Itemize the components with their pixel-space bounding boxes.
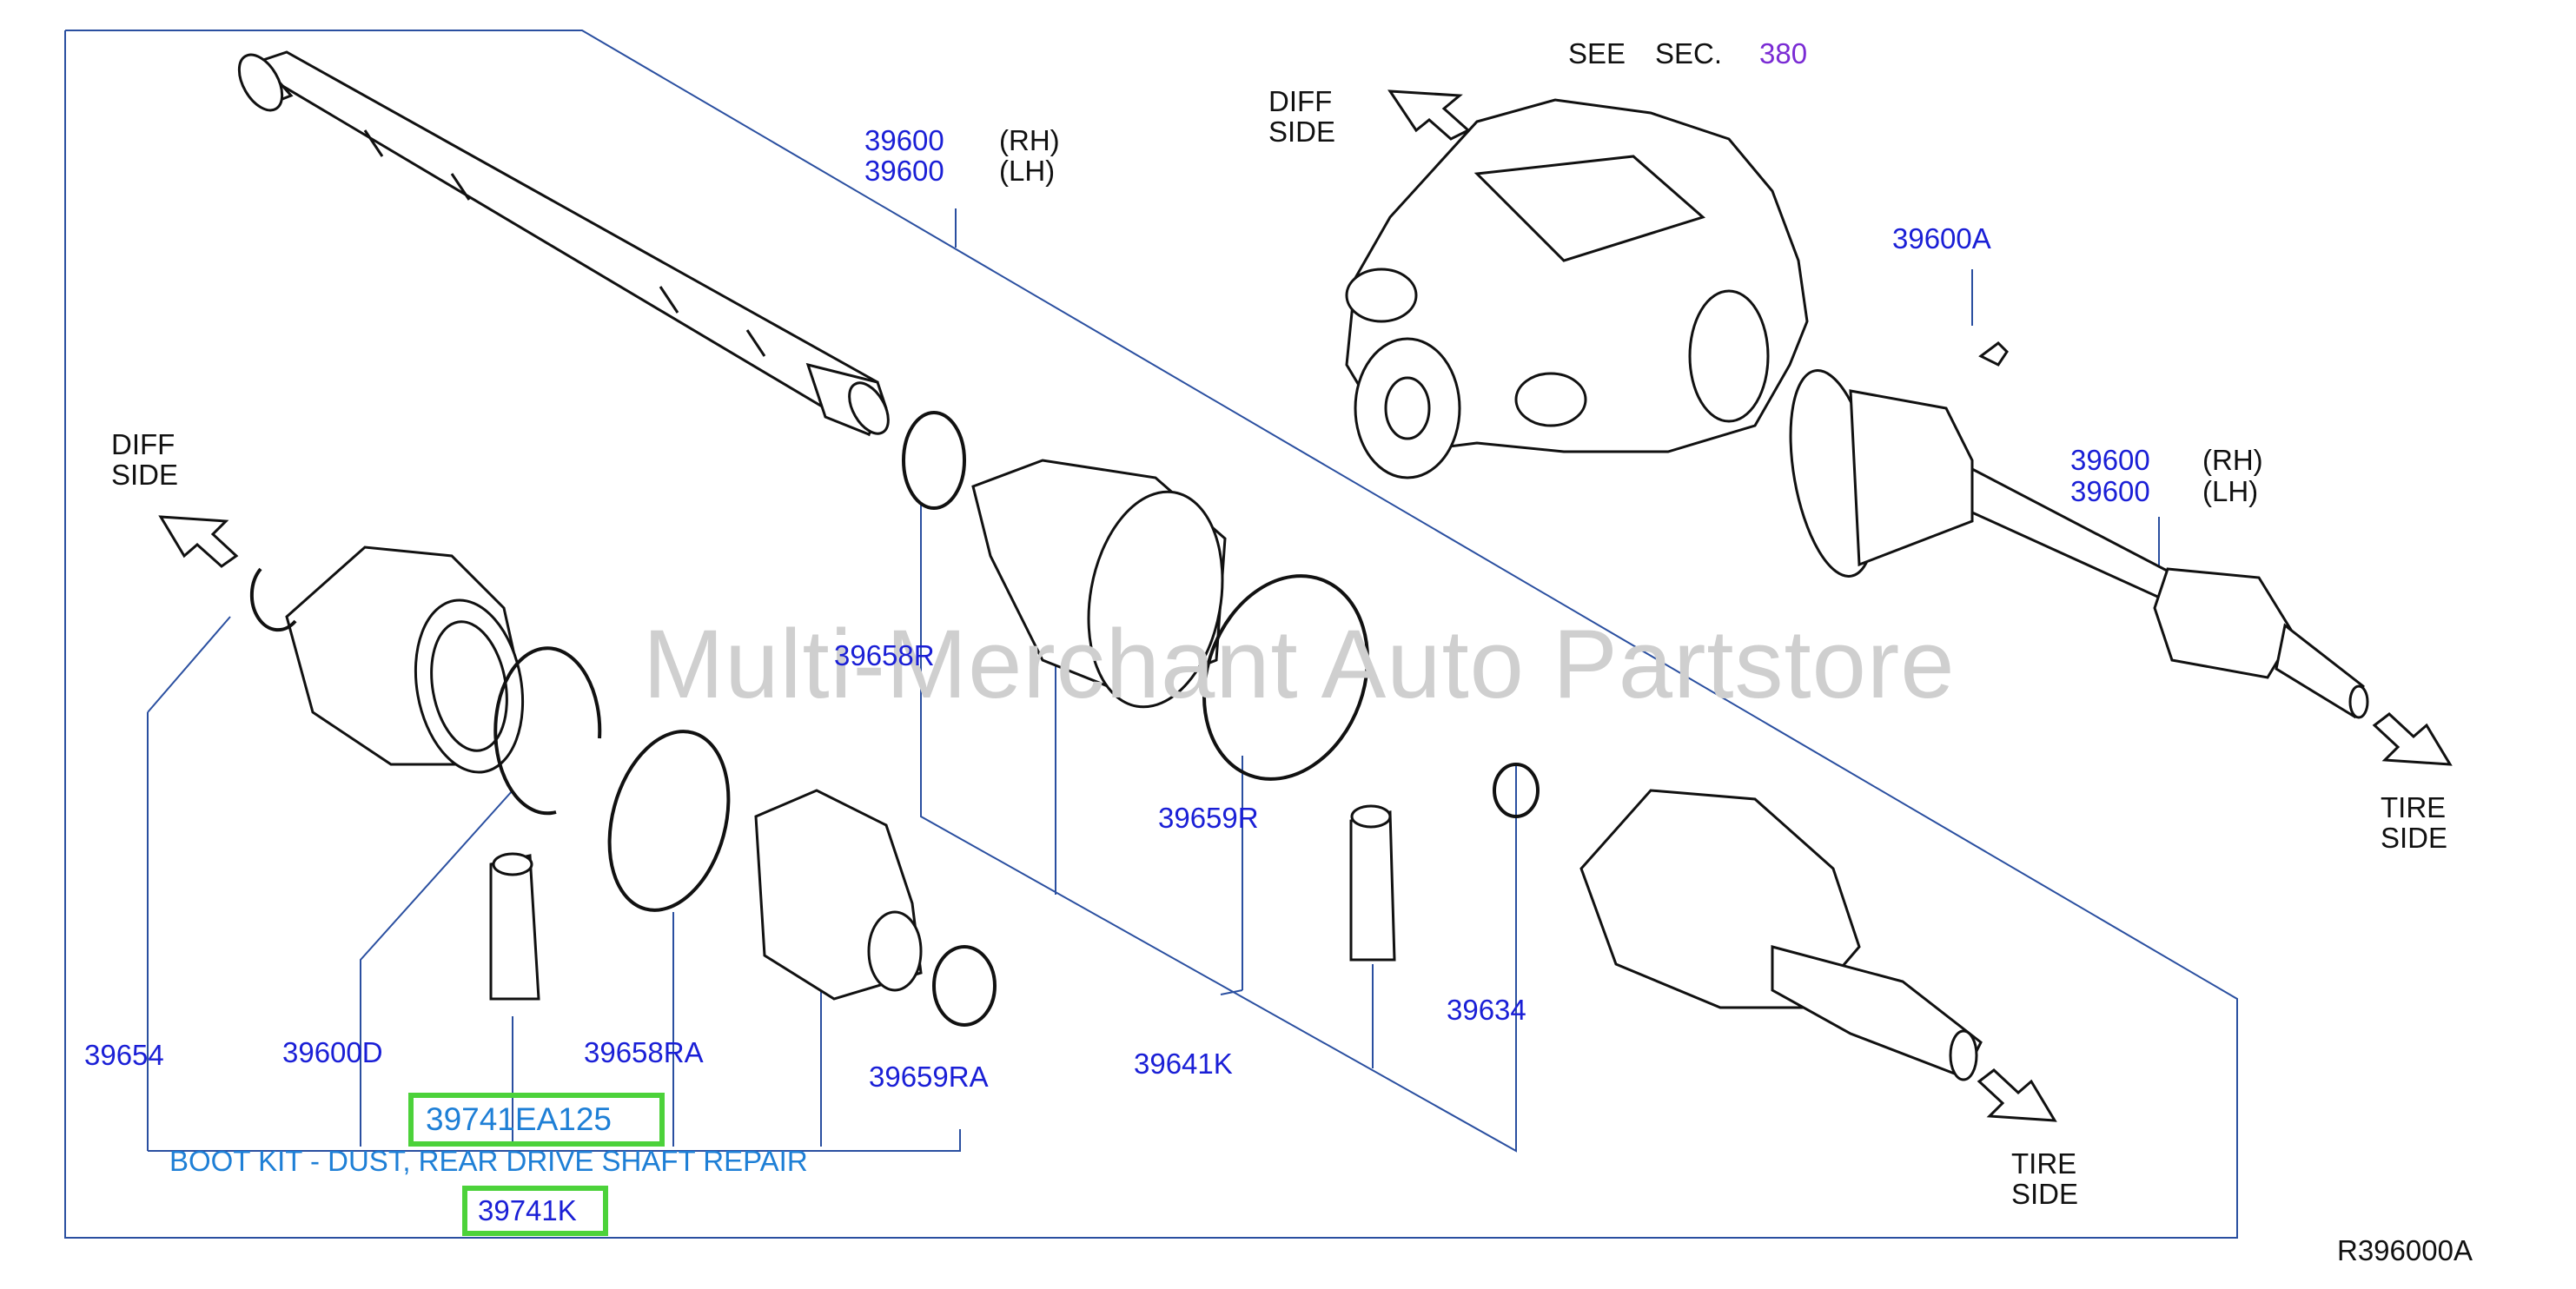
- boot-inner: [754, 789, 923, 1001]
- part-39654[interactable]: 39654: [84, 1039, 164, 1071]
- kit-part-number[interactable]: 39741EA125: [426, 1101, 612, 1137]
- part-39659RA[interactable]: 39659RA: [869, 1061, 989, 1093]
- clamp-39659RA: [932, 945, 997, 1027]
- part-39600-lh-top-suffix: (LH): [999, 155, 1056, 187]
- part-39658RA[interactable]: 39658RA: [584, 1036, 704, 1068]
- arrow-tire-bottom-icon: [1977, 1068, 2057, 1122]
- drive-shaft-upper: [237, 50, 890, 437]
- kit-ref-number[interactable]: 39741K: [478, 1194, 577, 1226]
- part-39600-lh-top[interactable]: 39600: [864, 155, 944, 187]
- part-39659R[interactable]: 39659R: [1158, 802, 1259, 834]
- inner-housing: [285, 545, 525, 774]
- part-39600-lh-right[interactable]: 39600: [2070, 475, 2150, 507]
- band-39659R: [1202, 574, 1370, 781]
- diagram-code: R396000A: [2337, 1234, 2473, 1266]
- outer-cv-joint: [1579, 789, 1983, 1081]
- part-39641K[interactable]: 39641K: [1134, 1048, 1233, 1080]
- bracket-boot-kit: [148, 1129, 961, 1152]
- sec-label: SEC.: [1655, 37, 1723, 69]
- kit-description-link[interactable]: BOOT KIT - DUST, REAR DRIVE SHAFT REPAIR: [169, 1145, 808, 1177]
- snap-ring-39654: [249, 567, 297, 632]
- part-39600A[interactable]: 39600A: [1892, 222, 1991, 254]
- frame-outline: [64, 30, 2238, 1239]
- grease-tube-right: [1349, 804, 1396, 962]
- diff-side-top-line1: DIFF: [1268, 85, 1333, 117]
- part-39600D[interactable]: 39600D: [282, 1036, 383, 1068]
- kit-ref-highlight[interactable]: [462, 1186, 608, 1236]
- circlip-39600D: [493, 646, 602, 816]
- section-link-380[interactable]: 380: [1759, 37, 1808, 69]
- diff-side-top-line2: SIDE: [1268, 116, 1336, 148]
- tire-side-right-line1: TIRE: [2381, 791, 2447, 823]
- direction-arrows: [158, 89, 2453, 1122]
- grease-tube-left: [489, 852, 540, 1001]
- part-39600-rh-top-suffix: (RH): [999, 124, 1060, 156]
- diff-side-left-line1: DIFF: [111, 428, 175, 460]
- tire-side-bottom-line1: TIRE: [2011, 1147, 2077, 1180]
- part-39600-rh-top[interactable]: 39600: [864, 124, 944, 156]
- tire-side-bottom-line2: SIDE: [2011, 1178, 2079, 1210]
- kit-part-highlight[interactable]: [408, 1093, 665, 1147]
- part-39658R[interactable]: 39658R: [834, 639, 935, 671]
- differential-housing: [1345, 98, 1809, 479]
- boot-outer: [971, 459, 1227, 709]
- see-label: SEE: [1568, 37, 1626, 69]
- drive-shaft-right: [1789, 341, 2369, 719]
- circlip-39634: [1493, 763, 1540, 818]
- part-39634[interactable]: 39634: [1447, 994, 1526, 1026]
- diff-side-left-line2: SIDE: [111, 459, 179, 491]
- bracket-39641K: [920, 504, 1517, 1153]
- arrow-tire-right-icon: [2372, 712, 2453, 766]
- tire-side-right-line2: SIDE: [2381, 822, 2448, 854]
- part-39600-rh-right-suffix: (RH): [2202, 444, 2263, 476]
- watermark: Multi-Merchant Auto Partstore: [643, 610, 1956, 718]
- arrow-diff-top-icon: [1387, 89, 1471, 141]
- band-39658RA: [607, 730, 731, 912]
- part-39600-lh-right-suffix: (LH): [2202, 475, 2259, 507]
- part-39600-rh-right[interactable]: 39600: [2070, 444, 2150, 476]
- clamp-39658R: [902, 411, 966, 510]
- arrow-diff-left-icon: [158, 515, 239, 568]
